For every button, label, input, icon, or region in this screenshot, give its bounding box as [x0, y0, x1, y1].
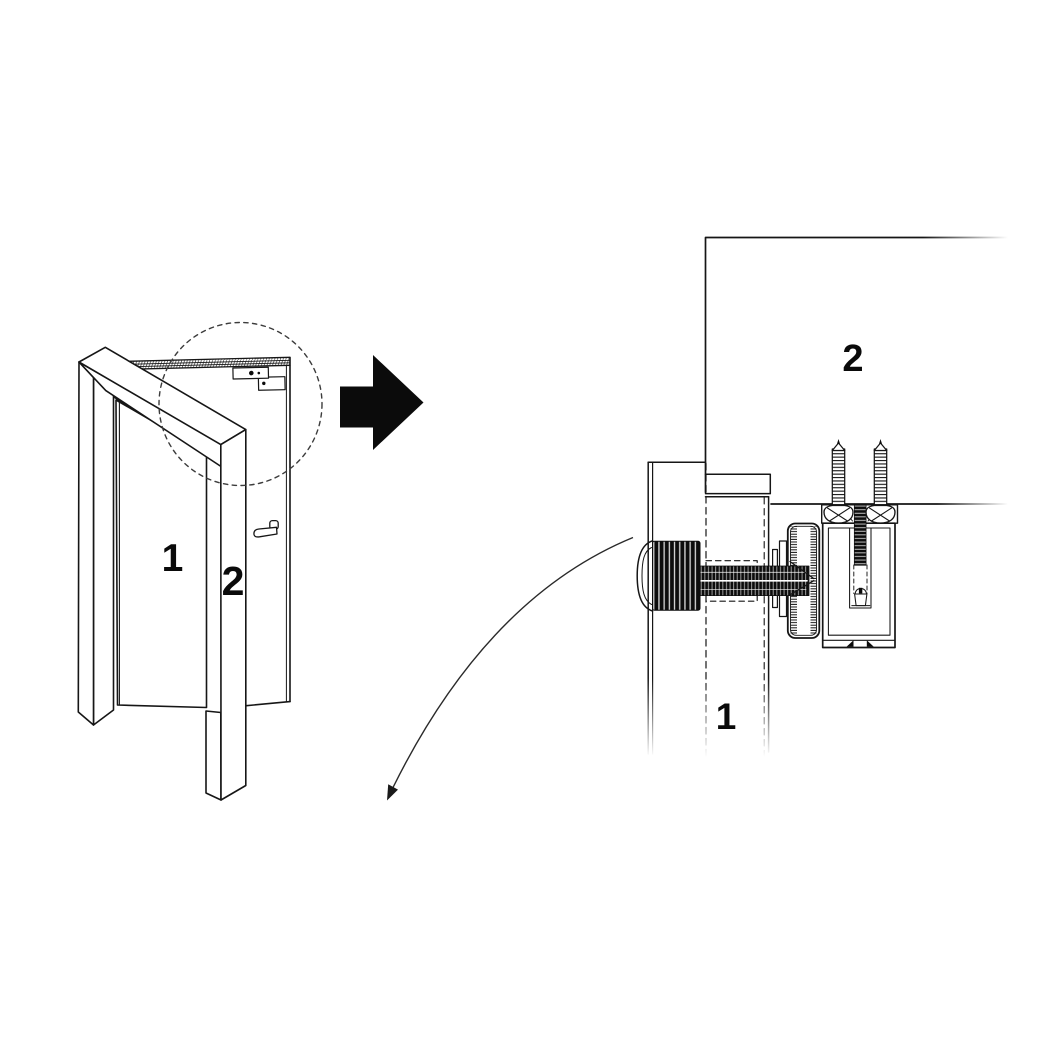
bolt-dome-head [636, 540, 654, 612]
door-panel-bottom-edge [244, 700, 291, 707]
frame-left-jamb [77, 361, 95, 726]
bracket-housing [821, 504, 899, 649]
detail-frame-label: 2 [842, 338, 863, 380]
bolt-knurled-collar [652, 540, 701, 611]
frame-right-jamb-front [220, 428, 247, 801]
frame-corner-lines [704, 236, 1009, 494]
channel-hidden-walls [853, 564, 868, 594]
channel-walls [849, 527, 872, 609]
socket-cone [789, 560, 815, 596]
bolt-dome-head-inner [641, 547, 652, 605]
door-top-plate-secondary [257, 376, 286, 391]
detail-door-label: 1 [716, 696, 737, 737]
connecting-bolt [636, 540, 815, 612]
housing-foot-mark-right [866, 640, 874, 647]
swing-direction-arrow-icon [387, 536, 634, 801]
frame-right-jamb-side [205, 710, 222, 801]
door-top-seal-strip [126, 356, 291, 370]
threaded-rod [853, 504, 867, 566]
mounting-detail-view: 2 1 [636, 236, 1009, 758]
door-rebate-tab [704, 473, 772, 495]
left-frame-label: 2 [222, 558, 245, 604]
plate-dot-large [248, 370, 254, 376]
wood-screw-left [823, 439, 854, 524]
door-top-strike-plate [232, 366, 270, 380]
wood-screw-right [865, 439, 896, 524]
door-frame [77, 346, 247, 801]
plate-dot-small [257, 371, 261, 375]
plate-dot [262, 381, 266, 386]
isometric-door-illustration: 1 2 [77, 321, 323, 801]
handle-lever [253, 526, 278, 538]
door-handle [253, 519, 279, 538]
adjustment-screw [851, 587, 871, 607]
transition-arrow-icon [340, 355, 424, 450]
detail-frame [704, 236, 1009, 505]
housing-foot-mark-left [846, 640, 854, 647]
detail-highlight-circle [158, 321, 323, 487]
left-door-label: 1 [162, 537, 184, 580]
